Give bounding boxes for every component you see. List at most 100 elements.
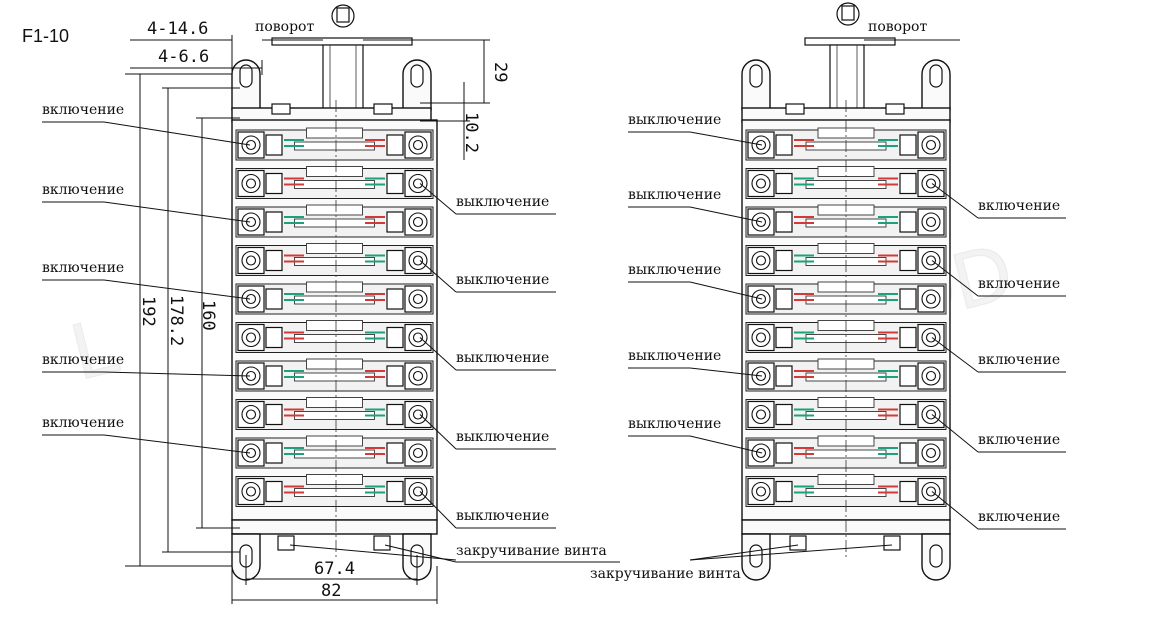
dimensions: 4-14.6 4-6.6 поворот 29 10.2 192 178.2 — [125, 19, 510, 604]
terminal-clamp — [386, 172, 404, 195]
screw-nut-right — [373, 535, 391, 551]
right-right-callout: включение — [978, 198, 1060, 214]
dim-192: 192 — [138, 296, 158, 327]
left-contact-row — [235, 204, 434, 238]
right-left-callout: выключение — [628, 416, 721, 432]
left-contact-row — [235, 320, 434, 353]
right-left-callout: выключение — [628, 112, 721, 128]
left-left-callout: включение — [42, 260, 124, 276]
terminal-clamp — [775, 172, 793, 195]
terminal-clamp — [386, 326, 404, 349]
right-right-callout: включение — [978, 352, 1060, 368]
left-contact-row — [235, 435, 434, 469]
screw-nut-left — [277, 535, 295, 551]
top-plate — [804, 37, 896, 46]
terminal-clamp — [775, 288, 793, 310]
handle-neck — [336, 7, 350, 23]
terminal-clamp — [899, 480, 917, 503]
terminal-clamp — [265, 365, 283, 387]
dim-4-14-6: 4-14.6 — [147, 19, 208, 39]
terminal-clamp — [265, 326, 283, 349]
model-label: F1-10 — [22, 26, 69, 46]
terminal-clamp — [775, 249, 793, 272]
terminal-clamp — [265, 172, 283, 195]
dim-10-2: 10.2 — [461, 112, 481, 153]
bottom-bar — [231, 519, 438, 535]
right-left-callout: выключение — [628, 348, 721, 364]
terminal-clamp — [386, 249, 404, 272]
terminal-clamp — [265, 442, 283, 464]
terminal-clamp — [265, 480, 283, 503]
left-left-callout: включение — [42, 182, 124, 198]
left-right-callout: выключение — [456, 272, 549, 288]
cam-disc — [306, 166, 363, 177]
terminal-clamp — [899, 288, 917, 310]
left-right-callout: выключение — [456, 508, 549, 524]
terminal-clamp — [775, 211, 793, 233]
terminal-clamp — [386, 403, 404, 426]
handle-neck — [841, 5, 855, 21]
dim-160: 160 — [198, 300, 218, 331]
left-rotation-label: поворот — [255, 19, 314, 35]
terminal-clamp — [899, 172, 917, 195]
terminal-clamp — [386, 288, 404, 310]
dim-67-4: 67.4 — [314, 559, 355, 579]
dim-29: 29 — [490, 62, 510, 82]
dim-82: 82 — [321, 581, 341, 601]
left-left-callout: включение — [42, 352, 124, 368]
right-screw-label: закручивание винта — [590, 566, 741, 582]
left-contact-row — [235, 358, 434, 392]
terminal-clamp — [899, 134, 917, 156]
terminal-clamp — [899, 442, 917, 464]
right-left-callout: выключение — [628, 262, 721, 278]
left-left-callout: включение — [42, 415, 124, 431]
terminal-clamp — [899, 211, 917, 233]
cam-disc — [306, 397, 363, 408]
terminal-clamp — [899, 365, 917, 387]
left-right-callout: выключение — [456, 350, 549, 366]
dim-178-2: 178.2 — [166, 295, 186, 346]
terminal-clamp — [265, 403, 283, 426]
left-contact-row — [235, 166, 434, 199]
svg-text:L: L — [63, 299, 128, 396]
terminal-clamp — [775, 326, 793, 349]
left-left-callout: включение — [42, 102, 124, 118]
terminal-clamp — [386, 442, 404, 464]
terminal-clamp — [775, 365, 793, 387]
cam-disc — [306, 204, 363, 216]
left-contact-row — [235, 281, 434, 315]
right-right-callout: включение — [978, 432, 1060, 448]
left-contact-row — [235, 243, 434, 276]
top-plate — [271, 37, 413, 46]
terminal-clamp — [775, 442, 793, 464]
right-left-callout: выключение — [628, 187, 721, 203]
terminal-clamp — [899, 326, 917, 349]
terminal-clamp — [386, 211, 404, 233]
cam-disc — [306, 281, 363, 293]
terminal-clamp — [265, 288, 283, 310]
dim-4-6-6: 4-6.6 — [158, 47, 209, 67]
left-right-callout: выключение — [456, 429, 549, 445]
cam-disc — [306, 435, 363, 447]
right-switch-view: поворот закручивание винта выключение вык… — [590, 2, 1066, 582]
left-right-callout: выключение — [456, 194, 549, 210]
terminal-clamp — [265, 134, 283, 156]
left-contact-row — [235, 474, 434, 507]
cam-disc — [306, 358, 363, 370]
left-contact-row — [235, 397, 434, 430]
cam-disc — [306, 127, 363, 139]
screw-nut-right — [883, 535, 901, 551]
left-switch-view: 4-14.6 4-6.6 поворот 29 10.2 192 178.2 — [42, 4, 620, 604]
right-right-callout: включение — [978, 276, 1060, 292]
terminal-clamp — [899, 403, 917, 426]
cam-disc — [306, 320, 363, 331]
left-contact-row — [235, 127, 434, 161]
terminal-clamp — [265, 249, 283, 272]
right-rotation-label: поворот — [868, 19, 927, 35]
left-screw-label: закручивание винта — [456, 543, 607, 559]
terminal-clamp — [775, 134, 793, 156]
right-right-callout: включение — [978, 509, 1060, 525]
terminal-clamp — [899, 249, 917, 272]
terminal-clamp — [386, 134, 404, 156]
